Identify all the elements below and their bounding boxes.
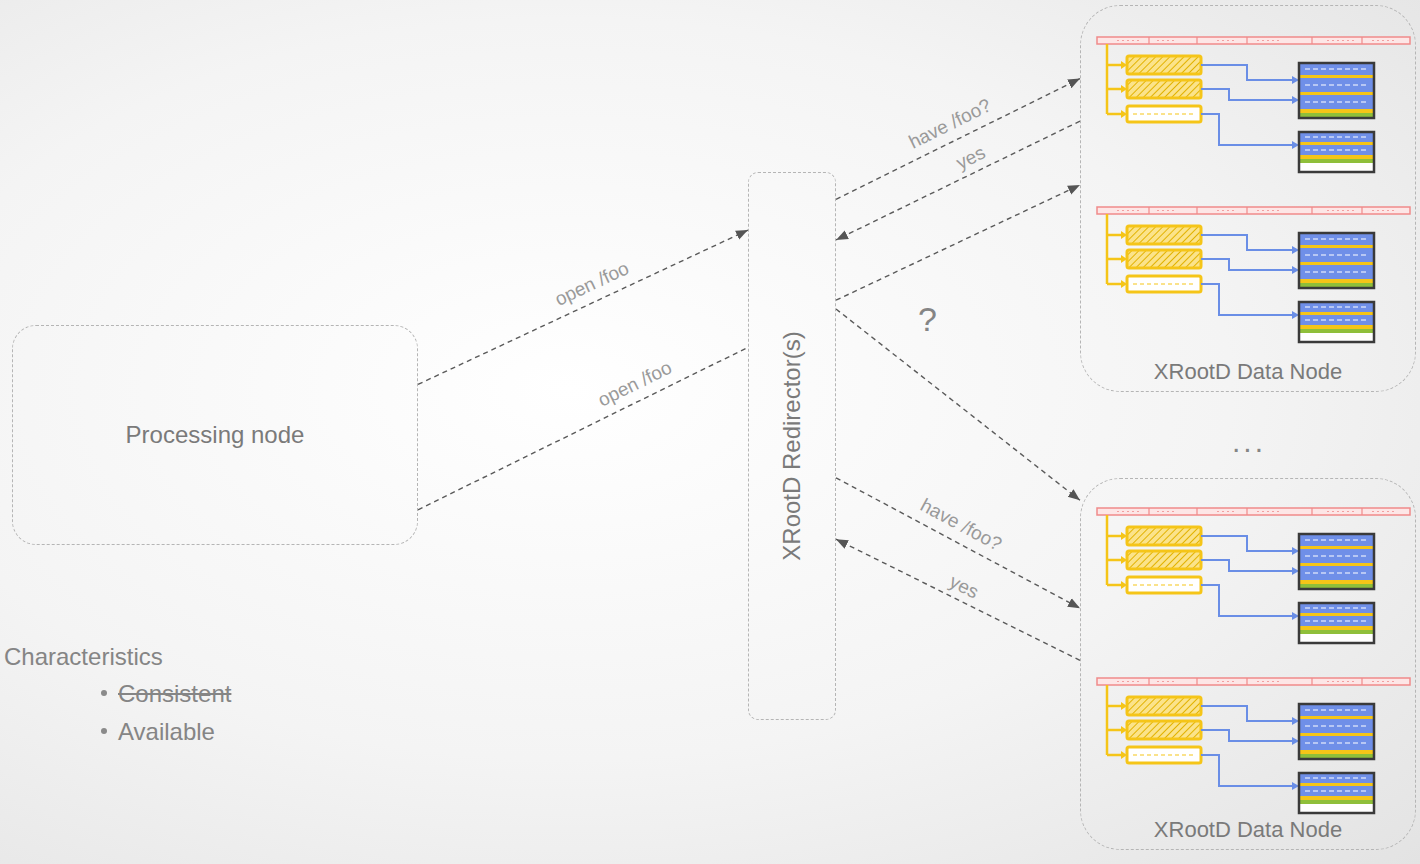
ellipsis: ... — [1232, 425, 1266, 459]
server-figure — [1097, 678, 1410, 813]
server-figure — [1097, 207, 1410, 342]
processing-box: Processing node — [12, 325, 418, 545]
edge-label: have /foo? — [917, 495, 1006, 556]
bullet-item: Consistent — [118, 680, 231, 708]
dashed-connector — [836, 539, 1080, 660]
dashed-connector — [836, 309, 1080, 500]
edge-label: yes — [953, 142, 989, 175]
node-label: Processing node — [126, 421, 305, 449]
bullet-dot — [101, 690, 107, 696]
data-node-group: XRootD Data Node — [1080, 478, 1416, 850]
dashed-connector — [836, 121, 1080, 240]
dashed-connector — [418, 230, 748, 384]
node-label: XRootD Data Node — [1154, 359, 1342, 385]
node-label: XRootD Redirector(s) — [778, 331, 806, 560]
edge-label: open /foo — [594, 357, 675, 412]
node-label: XRootD Data Node — [1154, 817, 1342, 843]
question-mark: ? — [918, 300, 937, 339]
dashed-connector — [418, 347, 748, 509]
server-figure — [1097, 508, 1410, 643]
bullet-item: Available — [118, 718, 215, 746]
dashed-connector — [836, 185, 1080, 300]
edge-label: yes — [946, 571, 982, 604]
characteristics-heading: Characteristics — [4, 643, 163, 671]
data-node-group: XRootD Data Node — [1080, 5, 1416, 392]
redirector-box: XRootD Redirector(s) — [748, 172, 836, 720]
bullet-dot — [101, 728, 107, 734]
edge-label: have /foo? — [906, 94, 995, 153]
server-figure — [1097, 37, 1410, 172]
dashed-connector — [836, 478, 1080, 608]
